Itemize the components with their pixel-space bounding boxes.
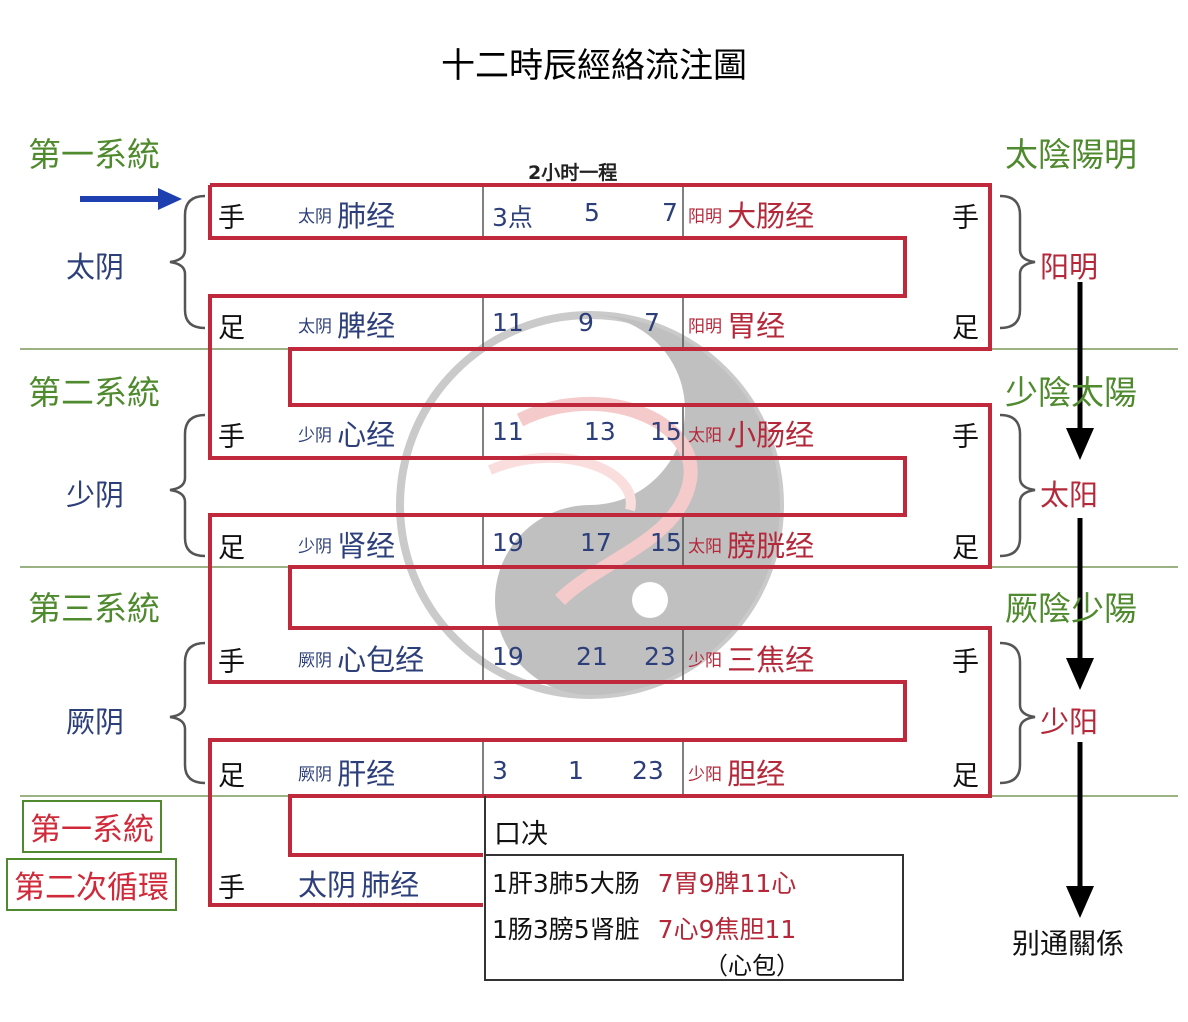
yang-meridian: 少阳 三焦经 (688, 643, 815, 677)
time-mid: 5 (584, 198, 600, 227)
left-system-3: 第三系統 (28, 589, 160, 628)
time-start: 11 (492, 417, 524, 446)
time-start: 19 (492, 642, 524, 671)
hand-label-right: 手 (952, 203, 979, 234)
subtitle: 2小时一程 (528, 162, 618, 184)
time-start: 11 (492, 308, 524, 337)
time-mid: 17 (580, 528, 612, 557)
time-end: 15 (650, 528, 682, 557)
foot-label-right: 足 (952, 533, 979, 564)
right-group-3: 少阳 (1040, 705, 1099, 739)
yang-meridian: 太阳 膀胱经 (688, 529, 815, 563)
right-system-1: 太陰陽明 (1005, 135, 1137, 174)
right-system-2: 少陰太陽 (1005, 373, 1137, 412)
bottom-meridian: 太阴 肺经 (298, 868, 420, 902)
hand-label: 手 (218, 873, 245, 904)
time-end: 7 (662, 198, 678, 227)
mnemonic-line-1: 1肝3肺5大肠 7胃9脾11心 (492, 869, 797, 898)
hand-label-right: 手 (952, 647, 979, 678)
time-start: 19 (492, 528, 524, 557)
time-mid: 13 (584, 417, 616, 446)
left-group-3: 厥阴 (66, 705, 125, 739)
left-group-2: 少阴 (66, 478, 125, 512)
time-end: 15 (650, 417, 682, 446)
foot-label-right: 足 (952, 313, 979, 344)
mnemonic-box (484, 854, 904, 981)
time-start: 3 (492, 756, 508, 785)
left-group-1: 太阴 (66, 250, 125, 284)
hand-label-right: 手 (952, 422, 979, 453)
hand-label: 手 (218, 203, 245, 234)
mnemonic-line-3: （心包） (704, 952, 800, 980)
yin-yang-watermark (396, 311, 784, 699)
meridian-row: 少阴 肾经 (298, 529, 396, 563)
right-system-3: 厥陰少陽 (1005, 589, 1137, 628)
foot-label: 足 (218, 761, 245, 792)
meridian-row: 厥阴 心包经 (298, 643, 425, 677)
time-end: 7 (644, 308, 660, 337)
left-system-1: 第一系統 (28, 135, 160, 174)
start-arrow-icon (80, 188, 182, 210)
foot-label: 足 (218, 533, 245, 564)
time-mid: 9 (578, 308, 594, 337)
foot-label-right: 足 (952, 761, 979, 792)
down-arrow-icon (1066, 282, 1094, 918)
foot-label: 足 (218, 313, 245, 344)
time-end: 23 (632, 756, 664, 785)
meridian-flow-path (210, 183, 992, 857)
left-system-2: 第二系統 (28, 373, 160, 412)
time-start: 3点 (492, 203, 533, 232)
first-system-box: 第一系統 (22, 800, 162, 853)
meridian-row: 厥阴 肝经 (298, 757, 396, 791)
hand-label: 手 (218, 647, 245, 678)
meridian-row: 太阴 脾经 (298, 309, 396, 343)
mnemonic-title: 口决 (494, 819, 548, 850)
page-title: 十二時辰經絡流注圖 (441, 46, 747, 86)
yang-meridian: 阳明 大肠经 (688, 199, 815, 233)
right-group-2: 太阳 (1040, 478, 1099, 512)
time-mid: 21 (576, 642, 608, 671)
right-group-1: 阳明 (1040, 250, 1099, 284)
yang-meridian: 太阳 小肠经 (688, 418, 815, 452)
bie-tong-label: 别通關係 (1012, 927, 1125, 960)
yang-meridian: 阳明 胃经 (688, 309, 786, 343)
mnemonic-line-2: 1肠3膀5肾脏 7心9焦胆11 (492, 915, 797, 944)
meridian-row: 太阴 肺经 (298, 199, 396, 233)
meridian-row: 少阴 心经 (298, 418, 396, 452)
second-cycle-box: 第二次循環 (6, 858, 177, 911)
time-end: 23 (644, 642, 676, 671)
time-mid: 1 (568, 756, 584, 785)
hand-label: 手 (218, 422, 245, 453)
yang-meridian: 少阳 胆经 (688, 757, 786, 791)
